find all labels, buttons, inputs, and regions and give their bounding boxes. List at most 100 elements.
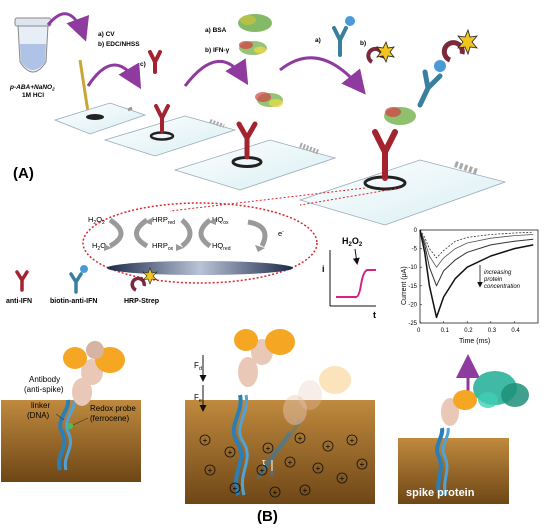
chart-xlabel: Time (ms) bbox=[459, 338, 490, 345]
legend-anti-ifn-icon bbox=[15, 270, 29, 292]
anti-ifn-antibody-reagent bbox=[148, 50, 162, 74]
legend-biotin-anti-ifn-label: biotin-anti-IFN bbox=[50, 298, 97, 305]
chart-annotation-3: concentration bbox=[484, 284, 521, 290]
panel-b-middle bbox=[185, 329, 375, 504]
chart-series-0 bbox=[419, 229, 534, 259]
electrode-disk bbox=[107, 261, 293, 275]
legend: anti-IFN biotin-anti-IFN HRP-Strep bbox=[6, 265, 159, 305]
panel-b-label: (B) bbox=[257, 508, 278, 525]
chart-ytick-0: 0 bbox=[414, 228, 418, 234]
chart-annotation-1: increasing bbox=[484, 270, 512, 276]
bsa-protein bbox=[238, 14, 272, 32]
positive-charge-5 bbox=[346, 434, 358, 446]
positive-charge-3 bbox=[294, 432, 306, 444]
positive-charge-sign-3: + bbox=[298, 434, 303, 443]
chart-series-3 bbox=[419, 229, 534, 319]
spike-protein-label: spike protein bbox=[406, 487, 475, 499]
positive-charge-2 bbox=[262, 442, 274, 454]
positive-charge-4 bbox=[322, 440, 334, 452]
positive-charge-sign-11: + bbox=[340, 474, 345, 483]
step1-b-label: b) EDC/NHSS bbox=[98, 41, 140, 48]
chart-xtick-3: 0.3 bbox=[488, 328, 497, 334]
reagent-tube bbox=[14, 17, 52, 73]
legend-hrp-strep-label: HRP-Strep bbox=[124, 298, 159, 305]
chart-ytick-5: -25 bbox=[408, 321, 417, 327]
positive-charge-sign-9: + bbox=[288, 458, 293, 467]
tau-label: τ bbox=[262, 457, 266, 467]
probe-label: Redox probe bbox=[90, 404, 136, 413]
electrode-slide-2 bbox=[103, 115, 237, 157]
svg-text:H2O: H2O bbox=[92, 241, 106, 252]
chart-ytick-2: -10 bbox=[408, 265, 417, 271]
positive-charge-sign-13: + bbox=[303, 486, 308, 495]
electrode-slide-1 bbox=[53, 102, 147, 135]
positive-charge-sign-14: + bbox=[273, 488, 278, 497]
positive-charge-sign-7: + bbox=[233, 484, 238, 493]
electrode-slide-3 bbox=[173, 139, 337, 191]
legend-biotin-anti-ifn-icon bbox=[69, 272, 83, 294]
chart-xtick-1: 0.1 bbox=[441, 328, 450, 334]
zoom-ellipse bbox=[82, 202, 318, 284]
ferrocene-dot bbox=[67, 423, 73, 429]
chart-series-2 bbox=[419, 229, 534, 287]
amperogram: i t H2O2 bbox=[322, 236, 376, 320]
ifn-gamma-protein bbox=[239, 41, 267, 55]
svg-text:HRPred: HRPred bbox=[152, 215, 175, 226]
amperogram-xlabel: t bbox=[373, 310, 376, 320]
panel-b-right bbox=[398, 371, 529, 504]
cycle-arrows bbox=[104, 217, 268, 252]
zoom-line-left bbox=[169, 187, 366, 212]
chart-ytick-4: -20 bbox=[408, 302, 417, 308]
step1-c-label: c) bbox=[140, 61, 146, 68]
svg-text:e-: e- bbox=[278, 229, 284, 238]
ifn-protein-step2 bbox=[255, 92, 283, 107]
positive-charge-sign-1: + bbox=[228, 448, 233, 457]
step3-b-label: b) bbox=[360, 40, 366, 47]
biotin-bead bbox=[345, 16, 355, 26]
positive-charge-sign-12: + bbox=[360, 460, 365, 469]
antibody-sublabel: (anti-spike) bbox=[24, 385, 64, 394]
force-e-label: Fe bbox=[194, 393, 202, 404]
process-arrow-1 bbox=[46, 12, 90, 42]
svg-text:H2O2: H2O2 bbox=[88, 215, 105, 226]
chart-ytick-1: -5 bbox=[412, 247, 418, 253]
positive-charge-sign-8: + bbox=[260, 466, 265, 475]
positive-charge-9 bbox=[284, 456, 296, 468]
step2-b-label: b) IFN-γ bbox=[205, 47, 230, 54]
legend-biotin-bead bbox=[80, 265, 88, 273]
positive-charge-sign-5: + bbox=[350, 436, 355, 445]
chart-frame bbox=[419, 229, 539, 324]
positive-charge-sign-10: + bbox=[316, 464, 321, 473]
tube-label-2: 1M HCl bbox=[22, 92, 44, 99]
process-arrow-4 bbox=[279, 56, 366, 95]
process-arrow-2 bbox=[86, 62, 142, 90]
positive-charges: +++++++++++++++ bbox=[199, 432, 368, 498]
positive-charge-8 bbox=[256, 464, 268, 476]
chart-xtick-0: 0 bbox=[417, 328, 421, 334]
chart-ytick-3: -15 bbox=[408, 284, 417, 290]
anti-ifn-antibody-step1 bbox=[154, 104, 170, 133]
positive-charge-sign-6: + bbox=[208, 466, 213, 475]
legend-hrp-strep-icon bbox=[130, 267, 158, 292]
antibody-label: Antibody bbox=[29, 375, 60, 384]
amperogram-trace bbox=[336, 269, 376, 298]
step1-a-label: a) CV bbox=[98, 31, 115, 38]
positive-charge-sign-4: + bbox=[326, 442, 331, 451]
positive-charge-0 bbox=[199, 434, 211, 446]
linker-sublabel: (DNA) bbox=[27, 411, 50, 420]
step2-a-label: a) BSA bbox=[205, 27, 227, 34]
process-arrow-3 bbox=[183, 58, 249, 87]
zoom-line-right bbox=[299, 187, 401, 206]
positive-charge-13 bbox=[299, 484, 311, 496]
chart-series-1 bbox=[419, 229, 534, 268]
amperogram-ylabel: i bbox=[322, 264, 325, 274]
hrp-strep-reagent bbox=[366, 40, 395, 64]
chart-ylabel: Current (μA) bbox=[401, 266, 408, 305]
catalytic-cycle: H2O2 H2O HRPred HRPox HQox HQred e- bbox=[88, 215, 284, 252]
biotin-anti-ifn-reagent bbox=[332, 26, 348, 57]
chart-annotation-2: protein bbox=[483, 277, 503, 283]
chart-xtick-4: 0.4 bbox=[511, 328, 520, 334]
probe-sublabel: (ferrocene) bbox=[90, 414, 129, 423]
panel-b-left bbox=[1, 341, 141, 482]
